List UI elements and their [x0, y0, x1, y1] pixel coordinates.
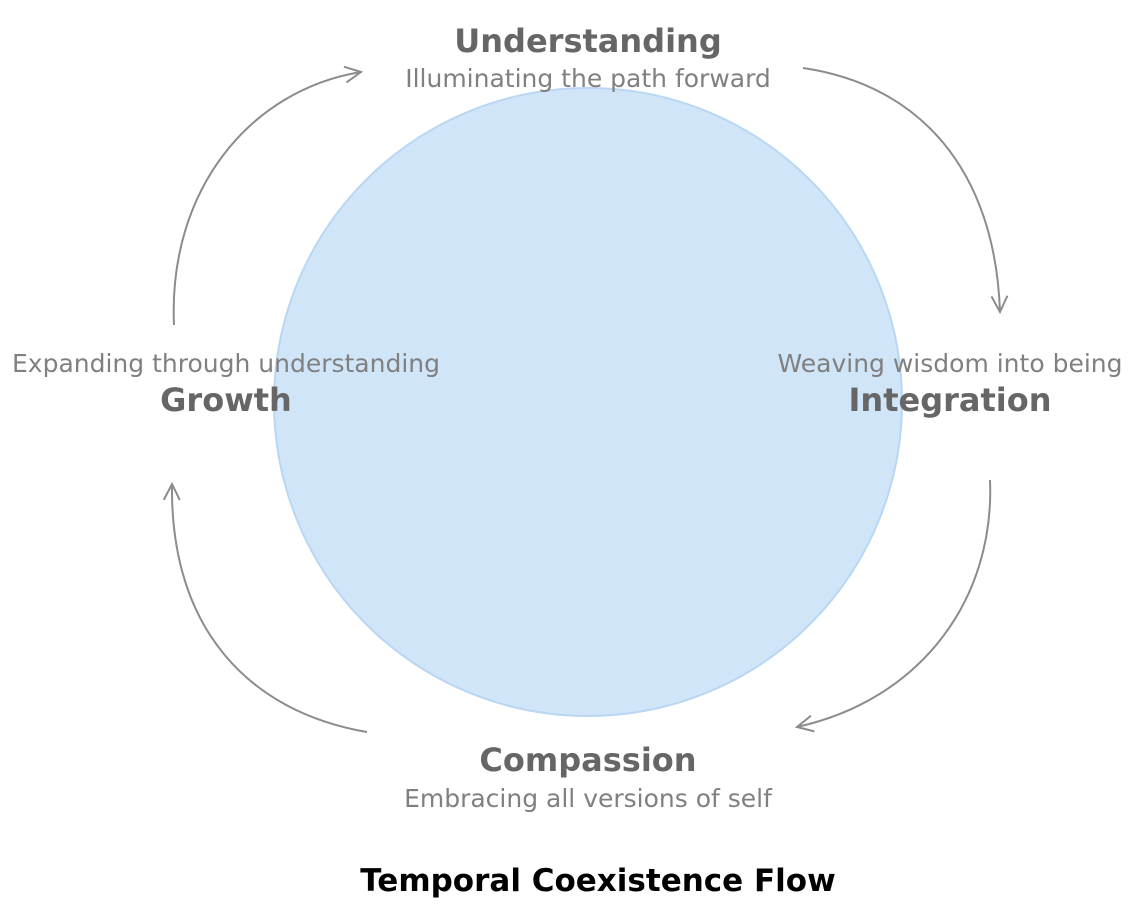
node-growth: Expanding through understanding Growth [12, 349, 440, 419]
arrow-understanding-to-integration [802, 67, 1000, 312]
arrow-integration-to-compassion [797, 479, 992, 727]
node-integration: Weaving wisdom into being Integration [778, 349, 1123, 419]
arrow-growth-to-understanding [172, 72, 361, 326]
central-circle [273, 87, 903, 717]
node-subtitle: Weaving wisdom into being [778, 349, 1123, 378]
node-compassion: Compassion Embracing all versions of sel… [404, 741, 773, 813]
node-title: Compassion [479, 741, 696, 779]
node-subtitle: Expanding through understanding [12, 349, 440, 378]
node-subtitle: Illuminating the path forward [405, 64, 771, 93]
node-understanding: Understanding Illuminating the path forw… [405, 22, 771, 93]
node-title: Integration [849, 381, 1052, 419]
diagram-title: Temporal Coexistence Flow [360, 863, 835, 899]
arrow-compassion-to-growth [172, 484, 368, 733]
node-title: Growth [160, 381, 292, 419]
node-subtitle: Embracing all versions of self [404, 784, 773, 813]
node-title: Understanding [454, 22, 721, 60]
